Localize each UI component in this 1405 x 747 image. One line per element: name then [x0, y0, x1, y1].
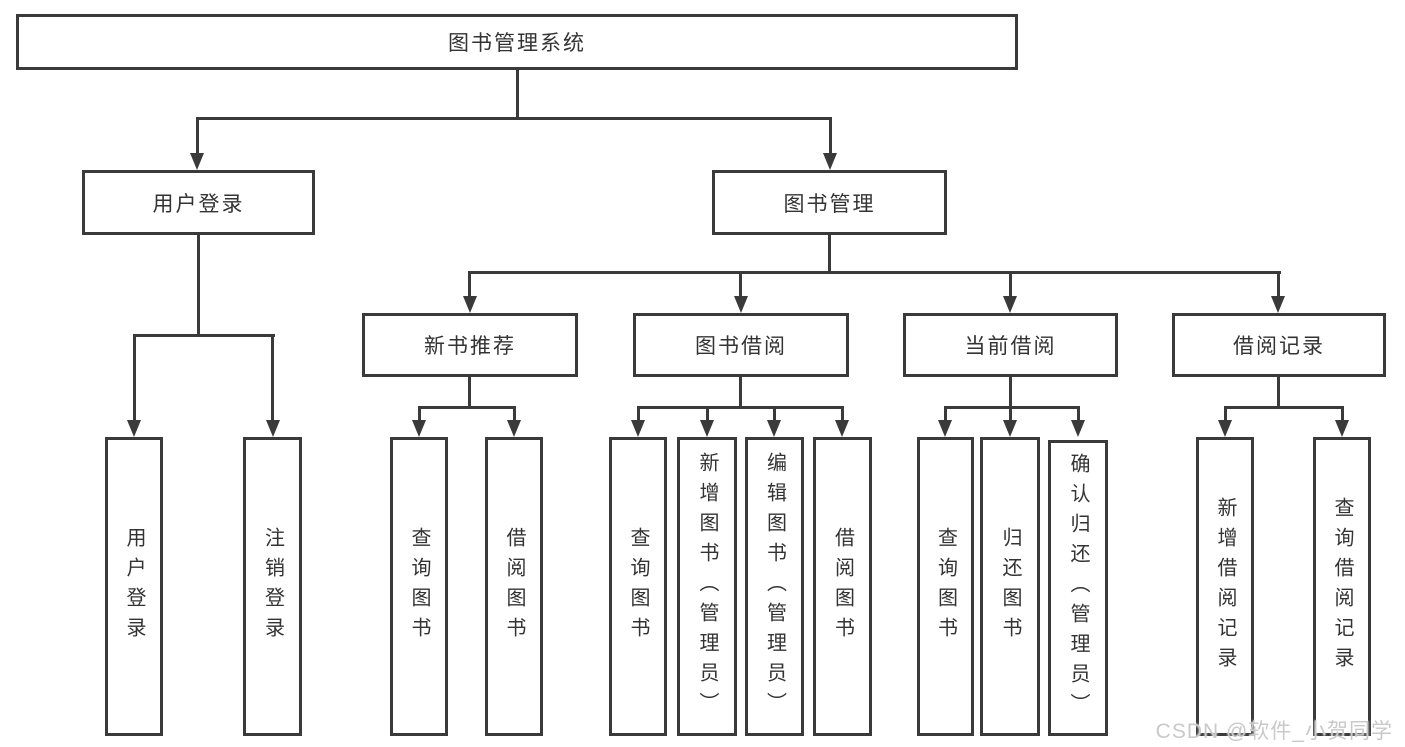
connector-stem [1009, 375, 1012, 409]
leaf-borrow-query-book-label: 查询图书 [627, 526, 649, 647]
arrowhead-down-icon [1003, 420, 1017, 437]
leaf-borrow-query-book: 查询图书 [609, 437, 667, 736]
watermark: CSDN @软件_小贺同学 [1155, 720, 1393, 743]
arrowhead-down-icon [463, 296, 477, 313]
connector-branch [418, 406, 516, 409]
leaf-query-borrow-record-label: 查询借阅记录 [1331, 496, 1353, 677]
leaf-edit-book: 编辑图书（管理员） [745, 437, 804, 736]
leaf-add-borrow-record: 新增借阅记录 [1196, 437, 1254, 736]
connector-drop [418, 406, 421, 422]
node-user-login-label: 用户登录 [152, 192, 245, 216]
leaf-logout-label: 注销登录 [261, 526, 284, 647]
leaf-user-login: 用户登录 [105, 437, 163, 736]
leaf-confirm-return: 确认归还（管理员） [1048, 440, 1108, 736]
connector-drop [739, 271, 742, 297]
connector-branch [468, 271, 1281, 274]
leaf-add-book-label: 新增图书（管理员） [696, 451, 718, 722]
leaf-edit-book-label: 编辑图书（管理员） [763, 451, 786, 722]
arrowhead-down-icon [190, 153, 204, 170]
connector-branch [1224, 406, 1344, 409]
leaf-add-borrow-record-label: 新增借阅记录 [1214, 496, 1236, 677]
connector-drop [513, 406, 516, 422]
arrowhead-down-icon [700, 420, 714, 437]
node-book-mgmt-label: 图书管理 [783, 192, 876, 216]
arrowhead-down-icon [1335, 420, 1349, 437]
connector-branch [196, 117, 832, 120]
connector-drop [773, 406, 776, 422]
arrowhead-down-icon [127, 420, 141, 437]
connector-drop [1341, 406, 1344, 422]
connector-drop [1277, 271, 1280, 297]
node-library-system: 图书管理系统 [16, 14, 1018, 70]
arrowhead-down-icon [734, 296, 748, 313]
leaf-borrow-book: 借阅图书 [813, 437, 872, 736]
leaf-rec-borrow-book: 借阅图书 [485, 437, 543, 736]
connector-drop [1009, 271, 1012, 297]
connector-branch [944, 406, 1080, 409]
connector-stem [468, 375, 471, 409]
connector-drop [841, 406, 844, 422]
connector-drop [706, 406, 709, 422]
node-borrow-record: 借阅记录 [1172, 313, 1386, 377]
arrowhead-down-icon [1003, 296, 1017, 313]
connector-drop [133, 334, 136, 422]
leaf-confirm-return-label: 确认归还（管理员） [1067, 453, 1089, 723]
leaf-logout: 注销登录 [243, 437, 302, 736]
arrowhead-down-icon [767, 420, 781, 437]
node-user-login: 用户登录 [82, 170, 315, 235]
node-book-borrow: 图书借阅 [633, 313, 849, 377]
node-borrow-record-label: 借阅记录 [1233, 335, 1325, 358]
arrowhead-down-icon [412, 420, 426, 437]
connector-drop [944, 406, 947, 422]
connector-drop [196, 117, 199, 155]
leaf-rec-borrow-book-label: 借阅图书 [503, 526, 525, 647]
connector-drop [271, 334, 274, 422]
leaf-rec-query-book: 查询图书 [390, 437, 448, 736]
node-book-borrow-label: 图书借阅 [695, 335, 787, 358]
leaf-current-query-book-label: 查询图书 [934, 526, 957, 647]
arrowhead-down-icon [1218, 420, 1232, 437]
node-current-borrow: 当前借阅 [903, 313, 1118, 377]
node-library-system-label: 图书管理系统 [448, 32, 586, 55]
connector-drop [1224, 406, 1227, 422]
connector-drop [637, 406, 640, 422]
connector-stem [1277, 375, 1280, 409]
leaf-return-book-label: 归还图书 [999, 526, 1021, 647]
leaf-rec-query-book-label: 查询图书 [408, 526, 430, 647]
node-current-borrow-label: 当前借阅 [964, 335, 1057, 358]
connector-stem [197, 233, 200, 337]
connector-stem [828, 233, 831, 274]
connector-drop [829, 117, 832, 155]
connector-drop [1077, 406, 1080, 422]
arrowhead-down-icon [1271, 296, 1285, 313]
leaf-return-book: 归还图书 [980, 437, 1040, 736]
arrowhead-down-icon [835, 420, 849, 437]
node-new-book-rec: 新书推荐 [362, 313, 578, 377]
arrowhead-down-icon [507, 420, 521, 437]
connector-stem [739, 375, 742, 409]
connector-drop [1009, 406, 1012, 422]
arrowhead-down-icon [266, 420, 280, 437]
connector-drop [468, 271, 471, 297]
node-book-mgmt: 图书管理 [712, 170, 947, 235]
connector-branch [133, 334, 275, 337]
arrowhead-down-icon [823, 153, 837, 170]
connector-stem [516, 68, 519, 120]
leaf-user-login-label: 用户登录 [123, 526, 145, 647]
leaf-borrow-book-label: 借阅图书 [831, 526, 854, 647]
connector-branch [637, 406, 844, 409]
leaf-current-query-book: 查询图书 [917, 437, 974, 736]
node-new-book-rec-label: 新书推荐 [424, 335, 516, 358]
arrowhead-down-icon [1071, 420, 1085, 437]
arrowhead-down-icon [938, 420, 952, 437]
leaf-add-book: 新增图书（管理员） [677, 437, 737, 736]
arrowhead-down-icon [631, 420, 645, 437]
leaf-query-borrow-record: 查询借阅记录 [1313, 437, 1371, 736]
